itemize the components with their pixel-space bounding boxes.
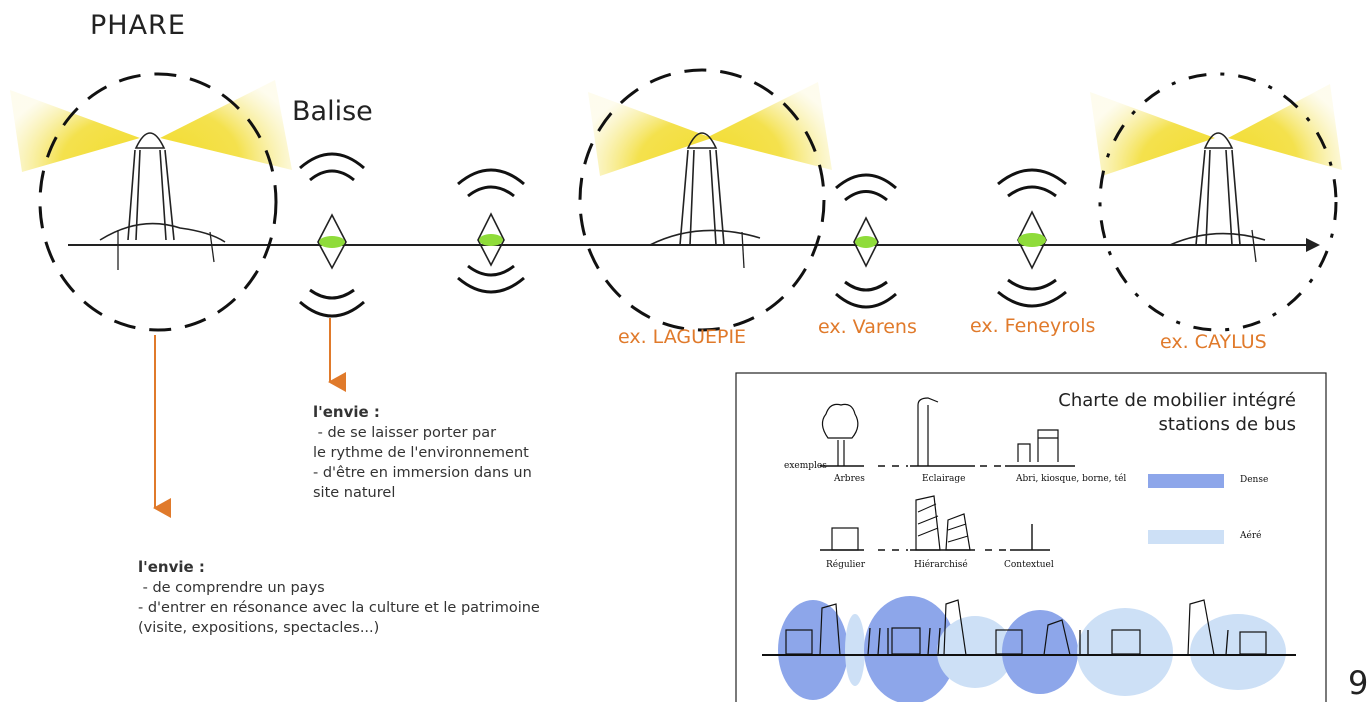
envie-phare-heading: l'envie :	[138, 558, 205, 576]
dashed-circle	[38, 72, 278, 332]
charte-label-hierarchise: Hiérarchisé	[914, 560, 968, 570]
beacon-2	[457, 168, 525, 294]
light-beam-right	[160, 80, 292, 170]
page-number: 9	[1348, 664, 1369, 702]
charte-label-regulier: Régulier	[826, 560, 866, 570]
light-beam-left	[1090, 92, 1215, 176]
charte-title-line1: Charte de mobilier intégré	[1058, 390, 1296, 411]
dashed-circle	[1098, 72, 1338, 332]
legend-dense-label: Dense	[1240, 475, 1269, 485]
timeline-arrowhead	[1306, 238, 1320, 252]
lighthouse-1	[10, 72, 292, 332]
charte-title: Charte de mobilier intégré stations de b…	[1058, 389, 1296, 437]
page-title: PHARE	[90, 10, 186, 41]
envie-balise-line: site naturel	[313, 485, 396, 501]
streetlight-icon	[917, 397, 939, 466]
charte-label-eclairage: Eclairage	[922, 474, 966, 484]
charte-row1-prefix: exemples	[784, 461, 827, 471]
light-beam-left	[588, 92, 712, 176]
balise-label: Balise	[292, 96, 373, 127]
envie-balise-line: - d'être en immersion dans un	[313, 465, 532, 481]
tree-icon	[821, 403, 859, 466]
envie-phare-block: l'envie : - de comprendre un pays - d'en…	[138, 557, 540, 638]
envie-balise-block: l'envie : - de se laisser porter par le …	[313, 402, 532, 503]
lighthouse-2	[578, 68, 832, 332]
charte-label-arbres: Arbres	[834, 474, 865, 484]
light-beam-right	[1228, 84, 1342, 170]
beacon-1	[299, 152, 365, 318]
envie-phare-line: (visite, expositions, spectacles...)	[138, 620, 380, 636]
dashed-circle	[578, 68, 826, 332]
light-beam-right	[706, 82, 832, 170]
light-beam-left	[10, 90, 140, 172]
lighthouse-3	[1090, 72, 1342, 332]
charte-title-line2: stations de bus	[1158, 414, 1296, 435]
example-varens: ex. Varens	[818, 316, 917, 338]
legend-dense-swatch	[1148, 474, 1224, 488]
envie-balise-heading: l'envie :	[313, 403, 380, 421]
example-feneyrols: ex. Feneyrols	[970, 315, 1096, 337]
charte-label-contextuel: Contextuel	[1004, 560, 1054, 570]
charte-label-abri: Abri, kiosque, borne, tél	[1016, 474, 1127, 484]
envie-phare-line: - d'entrer en résonance avec la culture …	[138, 600, 540, 616]
beacon-4	[997, 168, 1067, 308]
legend-aere-swatch	[1148, 530, 1224, 544]
beacon-3	[835, 173, 897, 309]
example-laguepie: ex. LAGUEPIE	[618, 326, 747, 348]
charte-row-1	[820, 397, 1075, 467]
charte-row-3	[762, 596, 1296, 702]
charte-row-2	[820, 495, 1050, 551]
legend-aere-label: Aéré	[1240, 531, 1262, 541]
envie-phare-line: - de comprendre un pays	[138, 580, 325, 596]
example-caylus: ex. CAYLUS	[1160, 331, 1267, 353]
envie-balise-line: le rythme de l'environnement	[313, 445, 529, 461]
envie-balise-line: - de se laisser porter par	[313, 425, 497, 441]
shelter-icon	[1017, 429, 1059, 462]
